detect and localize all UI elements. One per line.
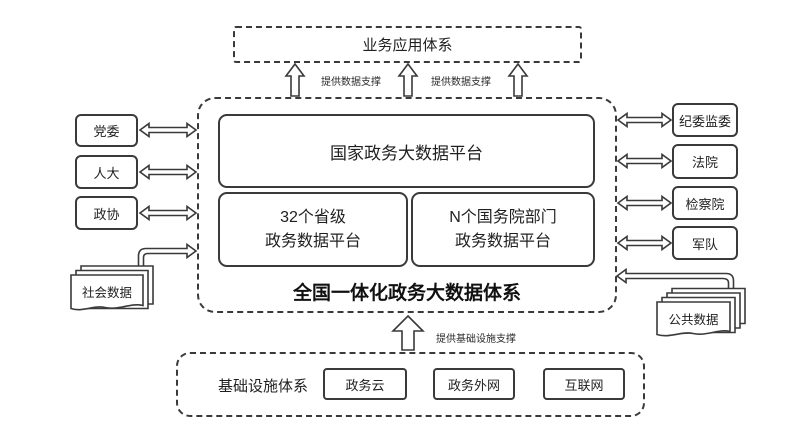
provincial-platform-line1: 32个省级	[280, 209, 346, 227]
national-integrated-system-box	[197, 97, 617, 313]
double-arrow-icon	[140, 166, 196, 179]
double-arrow-icon	[618, 237, 671, 250]
up-arrow-icon	[286, 64, 304, 96]
state-council-platform-line1: N个国务院部门	[449, 209, 557, 227]
double-arrow-icon	[618, 114, 671, 127]
data-support-label-left: 提供数据支撑	[321, 77, 381, 88]
provincial-platform-line2: 政务数据平台	[264, 232, 361, 250]
public-data-label: 公共数据	[668, 312, 719, 327]
double-arrow-icon	[618, 155, 671, 168]
national-platform-label: 国家政务大数据平台	[330, 143, 483, 163]
state-council-platform-line2: 政务数据平台	[454, 232, 551, 250]
infrastructure-system-box	[176, 352, 645, 417]
org-box-peoples-congress: 人大	[75, 155, 138, 189]
double-arrow-icon	[618, 197, 671, 210]
national-platform-box: 国家政务大数据平台	[218, 114, 595, 188]
org-box-procuratorate: 检察院	[672, 186, 738, 220]
infra-box-government-extranet: 政务外网	[433, 368, 515, 400]
business-application-label: 业务应用体系	[362, 37, 453, 54]
provincial-platform-label: 32个省级 政务数据平台	[265, 206, 361, 252]
org-box-cppcc: 政协	[75, 196, 138, 230]
double-arrow-icon	[140, 124, 196, 137]
org-box-court: 法院	[672, 144, 738, 179]
infrastructure-support-label: 提供基础设施支撑	[436, 334, 516, 345]
core-system-title: 全国一体化政务大数据体系	[292, 282, 521, 304]
provincial-platform-box: 32个省级 政务数据平台	[218, 192, 408, 267]
data-support-label-right: 提供数据支撑	[431, 77, 491, 88]
up-arrow-icon	[399, 64, 417, 96]
social-data-label: 社会数据	[81, 285, 132, 300]
bent-arrow-icon	[139, 245, 197, 269]
infra-box-government-cloud: 政务云	[323, 368, 407, 400]
state-council-platform-label: N个国务院部门 政务数据平台	[449, 206, 557, 252]
up-arrow-icon	[393, 316, 423, 350]
state-council-platform-box: N个国务院部门 政务数据平台	[411, 192, 595, 267]
double-arrow-icon	[140, 207, 196, 220]
infrastructure-system-label: 基础设施体系	[217, 377, 308, 395]
business-application-box: 业务应用体系	[233, 26, 582, 63]
bent-arrow-icon	[617, 270, 734, 298]
org-box-discipline-commission: 纪委监委	[672, 103, 738, 137]
up-arrow-icon	[509, 64, 527, 96]
org-box-party-committee: 党委	[75, 114, 138, 147]
infra-box-internet: 互联网	[543, 368, 625, 400]
org-box-military: 军队	[672, 226, 738, 260]
